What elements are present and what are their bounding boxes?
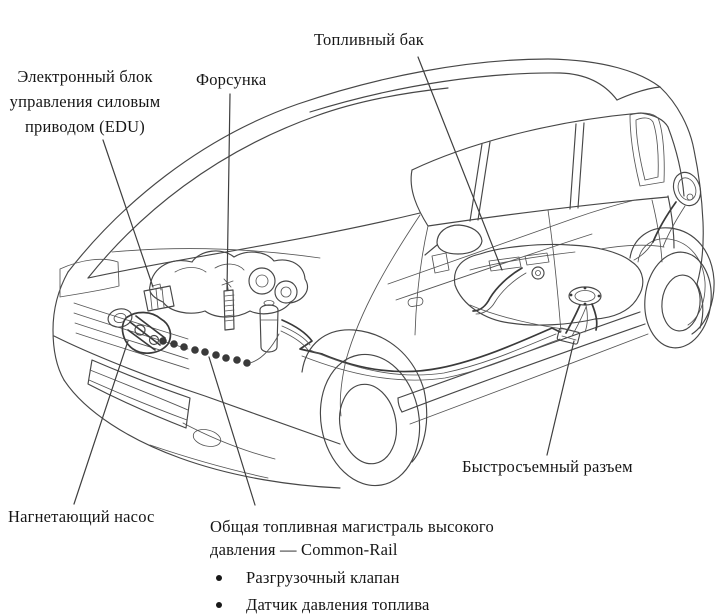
bullet-icon	[216, 574, 222, 581]
fuel-tank-assembly	[453, 243, 644, 333]
common-rail-item-pressure-sensor: Датчик давления топлива	[210, 595, 494, 615]
label-supply-pump: Нагнетающий насос	[8, 507, 155, 526]
label-edu-line1: Электронный блок	[17, 67, 153, 86]
front-end	[52, 214, 421, 489]
label-fuel-tank: Топливный бак	[314, 30, 424, 49]
leader-common-rail	[208, 356, 256, 506]
common-rail-part	[159, 333, 280, 367]
injector-part	[221, 278, 235, 331]
front-wheel	[301, 329, 428, 487]
fuel-lines	[301, 304, 587, 381]
common-rail-item1-text: Разгрузочный клапан	[246, 568, 400, 587]
leader-lines	[73, 56, 575, 506]
label-edu: Электронный блок управления силовым прив…	[2, 64, 168, 139]
filler-neck	[599, 171, 702, 261]
leader-quick-connector	[546, 340, 575, 456]
rear-wheel	[629, 227, 715, 349]
label-injector: Форсунка	[196, 70, 267, 89]
leader-fuel-tank	[417, 56, 503, 271]
label-common-rail: Общая топливная магистраль высокого давл…	[210, 515, 494, 615]
edu-unit	[143, 283, 175, 312]
car-body-outline	[67, 58, 704, 425]
engine-assembly	[121, 250, 323, 367]
quick-connector-part	[556, 327, 581, 345]
leader-supply-pump	[73, 340, 129, 505]
label-edu-line3: приводом (EDU)	[25, 117, 145, 136]
label-quick-connector: Быстросъемный разъем	[462, 457, 633, 476]
label-edu-line2: управления силовым	[9, 92, 161, 111]
common-rail-item-relief-valve: Разгрузочный клапан	[210, 568, 494, 588]
leader-injector	[226, 93, 231, 291]
supply-pump-part	[121, 311, 172, 354]
bullet-icon	[216, 601, 222, 608]
common-rail-item2-text: Датчик давления топлива	[246, 594, 430, 614]
label-common-rail-line1: Общая топливная магистраль высокого	[210, 517, 494, 536]
leader-edu	[102, 139, 154, 288]
label-common-rail-line2: давления — Common-Rail	[210, 540, 398, 559]
